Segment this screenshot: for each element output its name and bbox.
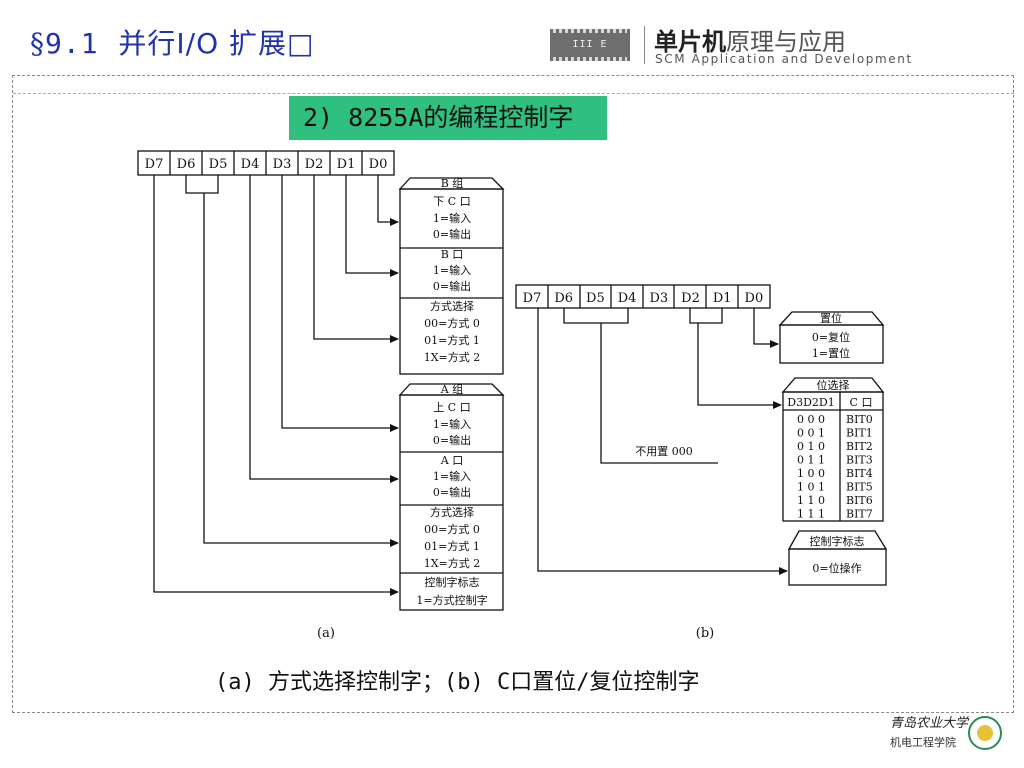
a-group-a-line: 01=方式 1 [424,539,480,553]
chip-label: III E [572,39,608,50]
university-emblem-icon [968,716,1002,750]
banner-text: 2) 8255A的编程控制字 [303,103,574,132]
brand-name: 单片机原理与应用 [654,22,846,57]
b-select-col2-header: C 口 [850,396,873,409]
b-bit-d1: D1 [713,291,732,306]
chip-logo-icon: III E [550,29,630,61]
a-group-b-line: 1=输入 [433,263,471,277]
b-select-bit-name: BIT6 [846,494,873,507]
brand-name-rest: 原理与应用 [726,28,846,56]
b-set-header: 置位 [820,311,842,325]
b-unused-note: 不用置 000 [635,445,693,458]
footer-logo: 青岛农业大学 机电工程学院 [890,712,1010,758]
a-group-b-header: B 组 [441,176,464,190]
a-bit-d0: D0 [369,157,388,172]
b-select-bits: 1 1 0 [797,494,825,507]
b-select-bit-name: BIT3 [846,454,873,467]
b-bit-d3: D3 [649,291,668,306]
a-group-b-line: B 口 [441,248,464,261]
section-banner: 2) 8255A的编程控制字 [289,96,607,140]
section-symbol: § [30,27,45,60]
a-bit-labels: D7 D6 D5 D4 D3 D2 D1 D0 [145,157,388,172]
content-frame [12,75,1014,713]
b-select-table-text: D3D2D1 C 口 0 0 0 BIT0 0 0 1 BIT1 0 1 0 BIT2 0 1 … [787,396,873,521]
a-group-a-line: 1=输入 [433,417,471,431]
b-select-bits: 1 0 1 [797,481,825,494]
b-select-bits: 0 1 0 [797,440,825,453]
b-set-line-1: 0=复位 [812,330,850,344]
brand-divider [644,26,645,64]
b-select-bit-name: BIT2 [846,440,873,453]
a-group-a-line: 上 C 口 [433,401,470,414]
university-name: 青岛农业大学 [890,716,969,731]
a-bit-d7: D7 [145,157,164,172]
brand-name-bold: 单片机 [654,27,726,56]
a-bit-d3: D3 [273,157,292,172]
b-set-box [779,324,884,364]
b-flag-box [788,548,887,586]
figure-caption: (a) 方式选择控制字；(b) C口置位/复位控制字 [215,670,700,695]
b-flag-header: 控制字标志 [810,534,865,548]
b-select-bits: 1 1 1 [797,508,825,521]
b-select-bit-name: BIT7 [846,508,873,521]
b-select-bit-name: BIT1 [846,427,873,440]
b-flag-line: 0=位操作 [812,561,861,575]
a-group-b-line: 1=输入 [433,211,471,225]
a-bit-d6: D6 [177,157,196,172]
a-group-a-line: 方式选择 [430,505,474,519]
b-select-bits: 1 0 0 [797,467,825,480]
b-bit-d5: D5 [586,291,605,306]
section-title-text: 并行I/O 扩展□ [118,27,315,60]
b-bit-d6: D6 [554,291,573,306]
b-select-bits: 0 0 0 [797,413,825,426]
a-group-b-line: 00=方式 0 [424,316,480,330]
a-group-a-line: 1X=方式 2 [424,556,481,570]
b-select-bits: 0 0 1 [797,427,825,440]
a-figure-label: (a) [317,626,335,641]
b-bit-d0: D0 [745,291,764,306]
b-select-box [782,391,884,522]
a-group-a-box [399,394,504,611]
b-select-bits: 0 1 1 [797,454,825,467]
b-select-bit-name: BIT0 [846,413,873,426]
b-bit-d7: D7 [523,291,542,306]
brand-header: III E 单片机原理与应用 SCM Application and Devel… [548,26,1008,70]
a-group-a-header: A 组 [440,382,463,396]
b-figure-label: (b) [696,626,714,641]
b-select-bit-name: BIT5 [846,481,873,494]
a-bit-d5: D5 [209,157,228,172]
b-bit-d4: D4 [618,291,637,306]
b-select-bit-name: BIT4 [846,467,873,480]
b-set-line-2: 1=置位 [812,346,850,360]
college-name: 机电工程学院 [890,736,956,749]
a-group-a-line: 1=方式控制字 [416,593,487,607]
b-select-col1-header: D3D2D1 [787,396,834,409]
page-title: §9.1 并行I/O 扩展□ [30,22,314,62]
a-group-a-line: 1=输入 [433,469,471,483]
a-group-b-line: 01=方式 1 [424,333,480,347]
a-group-b-line: 1X=方式 2 [424,350,481,364]
a-bit-d2: D2 [305,157,324,172]
a-bit-d1: D1 [337,157,356,172]
a-group-b-line: 下 C 口 [433,195,470,208]
a-group-a-line: 0=输出 [433,485,471,499]
b-select-header: 位选择 [817,378,850,392]
frame-divider [13,93,1014,94]
a-bit-d4: D4 [241,157,260,172]
a-group-a-line: 00=方式 0 [424,522,480,536]
a-group-b-line: 0=输出 [433,227,471,241]
brand-subtitle: SCM Application and Development [655,52,913,66]
b-bit-d2: D2 [681,291,700,306]
a-group-b-line: 0=输出 [433,279,471,293]
a-group-a-line: 控制字标志 [425,575,480,589]
a-group-b-box [399,188,504,375]
a-group-a-line: A 口 [440,454,463,467]
section-number: 9.1 [45,27,99,60]
a-group-b-line: 方式选择 [430,299,474,313]
a-group-a-line: 0=输出 [433,433,471,447]
b-bit-labels: D7 D6 D5 D4 D3 D2 D1 D0 [523,291,764,306]
